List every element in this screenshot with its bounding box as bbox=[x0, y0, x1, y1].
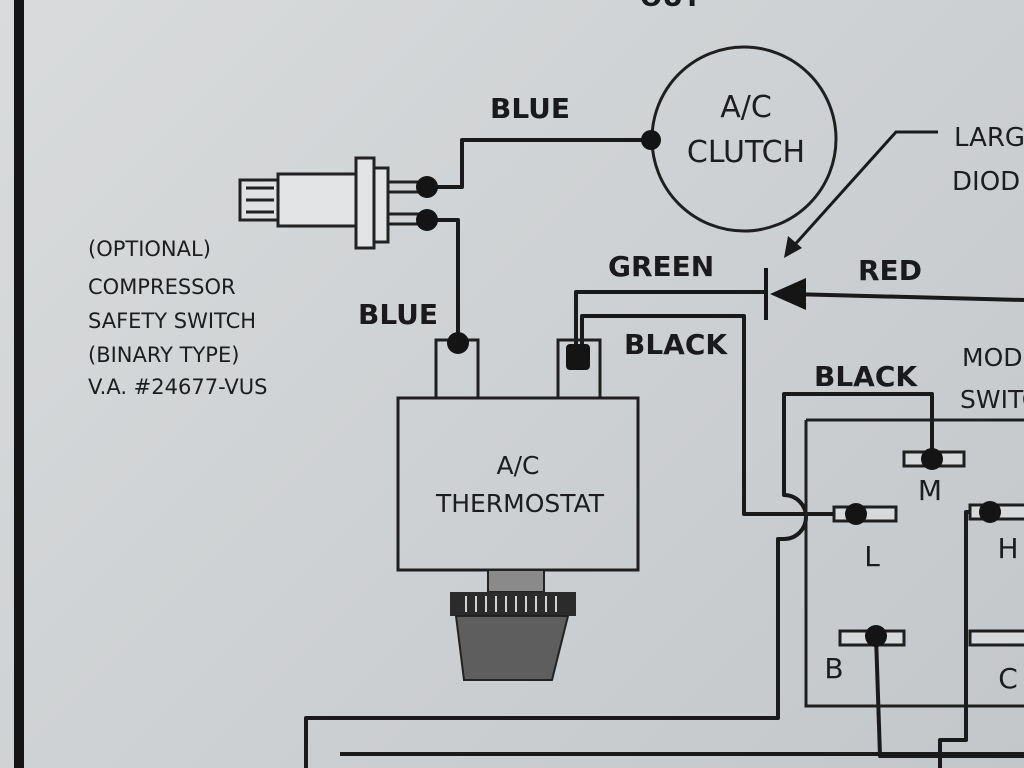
ac-clutch-label-line1: A/C bbox=[720, 90, 772, 125]
switch-note-line3: SAFETY SWITCH bbox=[88, 309, 256, 333]
green-wire bbox=[574, 290, 766, 344]
mode-terminal-c bbox=[968, 629, 1024, 647]
compressor-safety-switch-icon bbox=[238, 156, 420, 250]
heading-fragment: OUT bbox=[640, 0, 701, 13]
terminal-label-c: C bbox=[998, 662, 1018, 695]
wire-label-green: GREEN bbox=[608, 250, 714, 283]
switch-note-line4: (BINARY TYPE) bbox=[88, 343, 239, 367]
black-wire-from-m-terminal bbox=[304, 392, 934, 768]
ac-clutch-label-line2: CLUTCH bbox=[687, 135, 805, 170]
mode-switch-outline bbox=[804, 418, 1024, 708]
page-border-line bbox=[14, 0, 24, 768]
red-wire bbox=[789, 292, 1024, 302]
wire-label-black-upper: BLACK bbox=[624, 328, 728, 361]
terminal-label-h: H bbox=[997, 532, 1018, 565]
mode-terminal-h-dot bbox=[979, 501, 1001, 523]
mode-switch-label-line1: MOD bbox=[962, 343, 1023, 372]
switch-note-line5: V.A. #24677-VUS bbox=[88, 375, 268, 399]
switch-note-line2: COMPRESSOR bbox=[88, 275, 236, 299]
switch-note-line1: (OPTIONAL) bbox=[88, 237, 211, 261]
ac-thermostat-label-line2: THERMOSTAT bbox=[435, 489, 605, 518]
mode-terminal-b-dot bbox=[865, 625, 887, 647]
ac-thermostat-box bbox=[396, 396, 640, 572]
diode-pointer-arrowhead bbox=[784, 236, 802, 258]
terminal-label-b: B bbox=[824, 652, 843, 685]
ac-thermostat-label-line1: A/C bbox=[497, 451, 540, 480]
terminal-label-l: L bbox=[864, 540, 880, 573]
clutch-terminal-dot bbox=[641, 130, 661, 150]
blue-wire-to-clutch bbox=[428, 138, 651, 189]
mode-terminal-l-dot bbox=[845, 503, 867, 525]
wire-label-blue-left: BLUE bbox=[358, 298, 438, 331]
thermostat-knob-icon bbox=[450, 569, 576, 681]
wire-label-blue-top: BLUE bbox=[490, 92, 570, 125]
thermostat-left-terminal-dot bbox=[447, 332, 469, 354]
thermostat-right-terminal bbox=[556, 338, 602, 400]
diode-label-line2: DIOD bbox=[952, 167, 1020, 197]
diode-label-line1: LARG bbox=[954, 123, 1024, 153]
diode-pointer-line bbox=[788, 130, 938, 252]
mode-terminal-m-dot bbox=[921, 448, 943, 470]
wire-label-red: RED bbox=[858, 254, 922, 287]
mode-switch-label-line2: SWITC bbox=[960, 385, 1024, 414]
switch-upper-terminal-dot bbox=[416, 176, 438, 198]
terminal-label-m: M bbox=[918, 474, 942, 507]
switch-lower-terminal-dot bbox=[416, 209, 438, 231]
wire-label-black-lower: BLACK bbox=[814, 360, 918, 393]
black-wire-to-l-terminal bbox=[580, 314, 856, 516]
thermostat-right-terminal-dot bbox=[566, 344, 590, 370]
large-diode-icon bbox=[764, 268, 806, 320]
